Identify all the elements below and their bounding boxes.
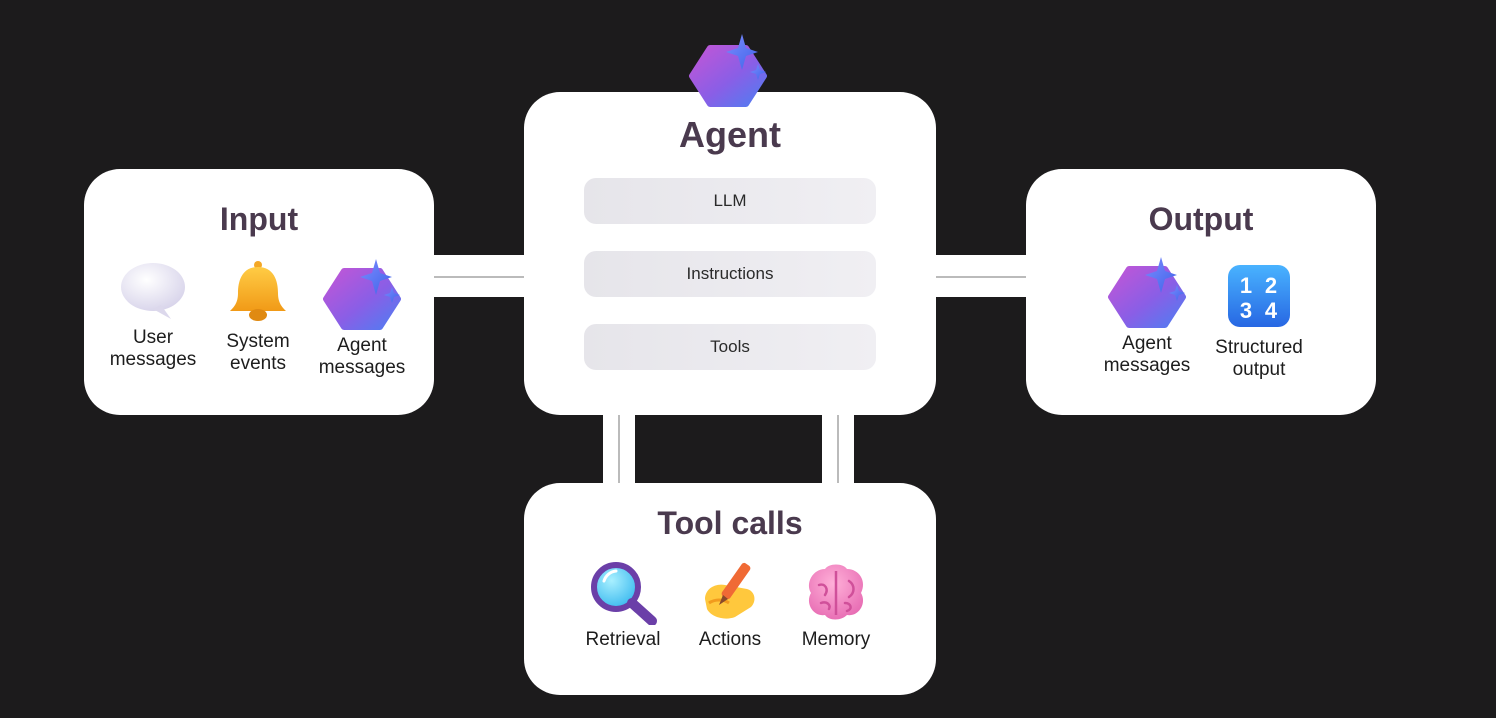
tool-item-retrieval: Retrieval bbox=[568, 559, 678, 651]
digit-3: 3 bbox=[1240, 298, 1252, 323]
agent-component-llm: LLM bbox=[584, 178, 876, 224]
input-item-label: Agent messages bbox=[318, 335, 406, 378]
input-item-user-messages: User messages bbox=[98, 259, 208, 371]
numbers-1234-icon: 1 2 3 4 bbox=[1228, 265, 1290, 327]
brain-icon bbox=[808, 564, 864, 620]
input-to-agent-connector bbox=[430, 255, 530, 297]
speech-bubble-icon bbox=[121, 263, 185, 319]
agent-hexagon-icon bbox=[1108, 257, 1186, 328]
output-item-structured-output: 1 2 3 4 Structured output bbox=[1204, 263, 1314, 381]
input-item-system-events: System events bbox=[203, 259, 313, 375]
output-card: Output Agent messages 1 2 3 4 Structured… bbox=[1026, 169, 1376, 415]
agent-component-tools: Tools bbox=[584, 324, 876, 370]
bell-icon bbox=[230, 261, 286, 321]
digit-2: 2 bbox=[1265, 273, 1277, 298]
input-item-label: System events bbox=[226, 331, 290, 374]
agent-hexagon-icon bbox=[689, 34, 767, 107]
writing-hand-icon bbox=[705, 562, 755, 619]
agent-component-instructions: Instructions bbox=[584, 251, 876, 297]
tool-item-actions: Actions bbox=[675, 559, 785, 651]
agent-hexagon-icon bbox=[323, 259, 401, 330]
digit-1: 1 bbox=[1240, 273, 1252, 298]
tool-item-memory: Memory bbox=[781, 559, 891, 651]
output-item-label: Agent messages bbox=[1103, 333, 1191, 376]
tool-item-label: Memory bbox=[801, 629, 871, 650]
agent-card: Agent LLM Instructions Tools bbox=[524, 92, 936, 415]
input-item-agent-messages: Agent messages bbox=[307, 259, 417, 379]
input-item-label: User messages bbox=[109, 327, 197, 370]
tool-item-label: Actions bbox=[698, 629, 762, 650]
output-title: Output bbox=[1148, 201, 1254, 237]
output-item-label: Structured output bbox=[1215, 337, 1303, 380]
agent-to-output-connector bbox=[930, 255, 1030, 297]
agent-title: Agent bbox=[679, 114, 781, 155]
tool-calls-title: Tool calls bbox=[657, 505, 803, 541]
digit-4: 4 bbox=[1265, 298, 1278, 323]
tool-calls-card: Tool calls Retrieval Actions Memory bbox=[524, 483, 936, 695]
magnifier-icon bbox=[591, 562, 657, 625]
output-item-agent-messages: Agent messages bbox=[1092, 257, 1202, 377]
input-card: Input User messages System events Agent … bbox=[84, 169, 434, 415]
tool-item-label: Retrieval bbox=[585, 629, 661, 650]
input-title: Input bbox=[219, 201, 299, 237]
